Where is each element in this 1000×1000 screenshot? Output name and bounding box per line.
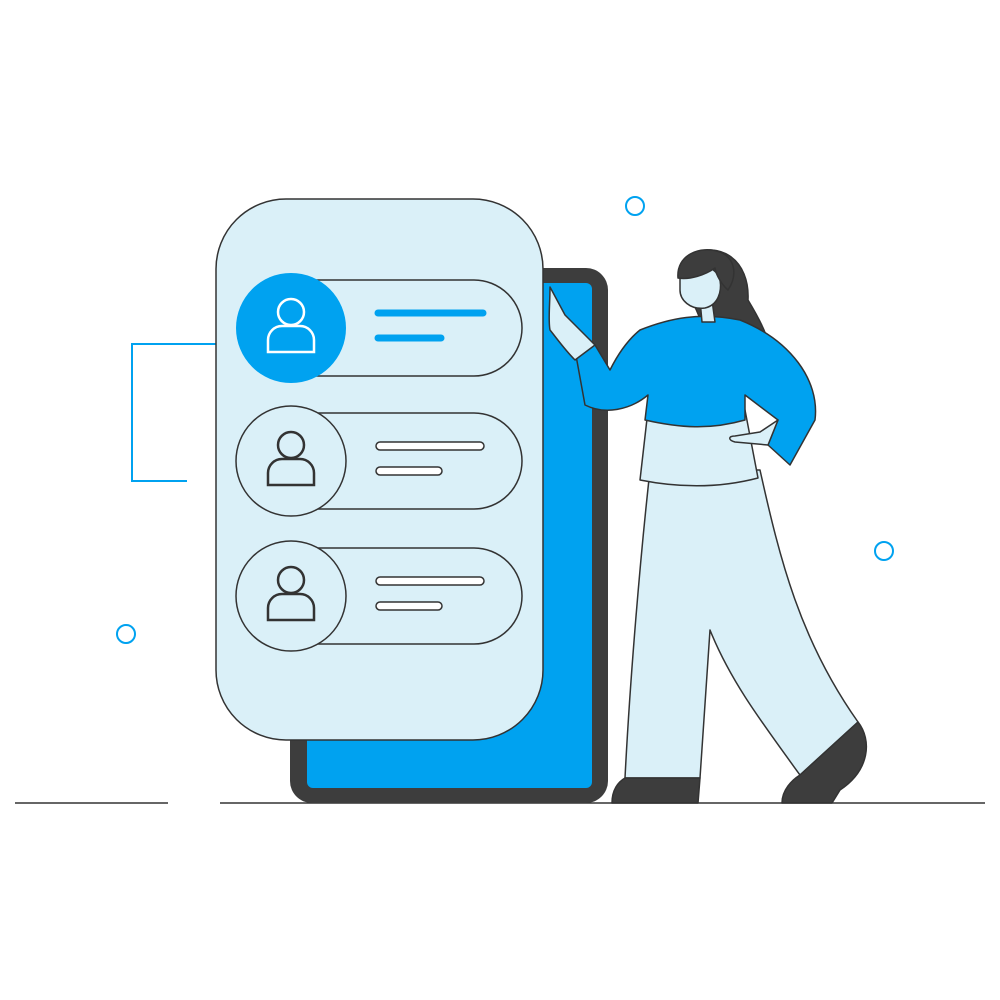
profile-row-selected[interactable] <box>236 273 523 383</box>
user-icon <box>266 430 316 487</box>
user-icon <box>266 565 316 622</box>
shirt-hem <box>639 409 759 487</box>
hair-top <box>677 249 735 291</box>
profile-row[interactable] <box>235 540 523 652</box>
pointing-hand <box>548 286 596 361</box>
shoe <box>781 721 868 804</box>
woman-figure <box>548 249 868 804</box>
hand <box>729 419 779 446</box>
decor-circle-icon <box>116 624 136 644</box>
trousers <box>624 469 859 779</box>
bracket-line <box>131 343 216 482</box>
shoe <box>611 777 701 804</box>
profile-row[interactable] <box>235 405 523 517</box>
user-icon <box>266 297 316 354</box>
decor-circle-icon <box>874 541 894 561</box>
decor-circle-icon <box>625 196 645 216</box>
